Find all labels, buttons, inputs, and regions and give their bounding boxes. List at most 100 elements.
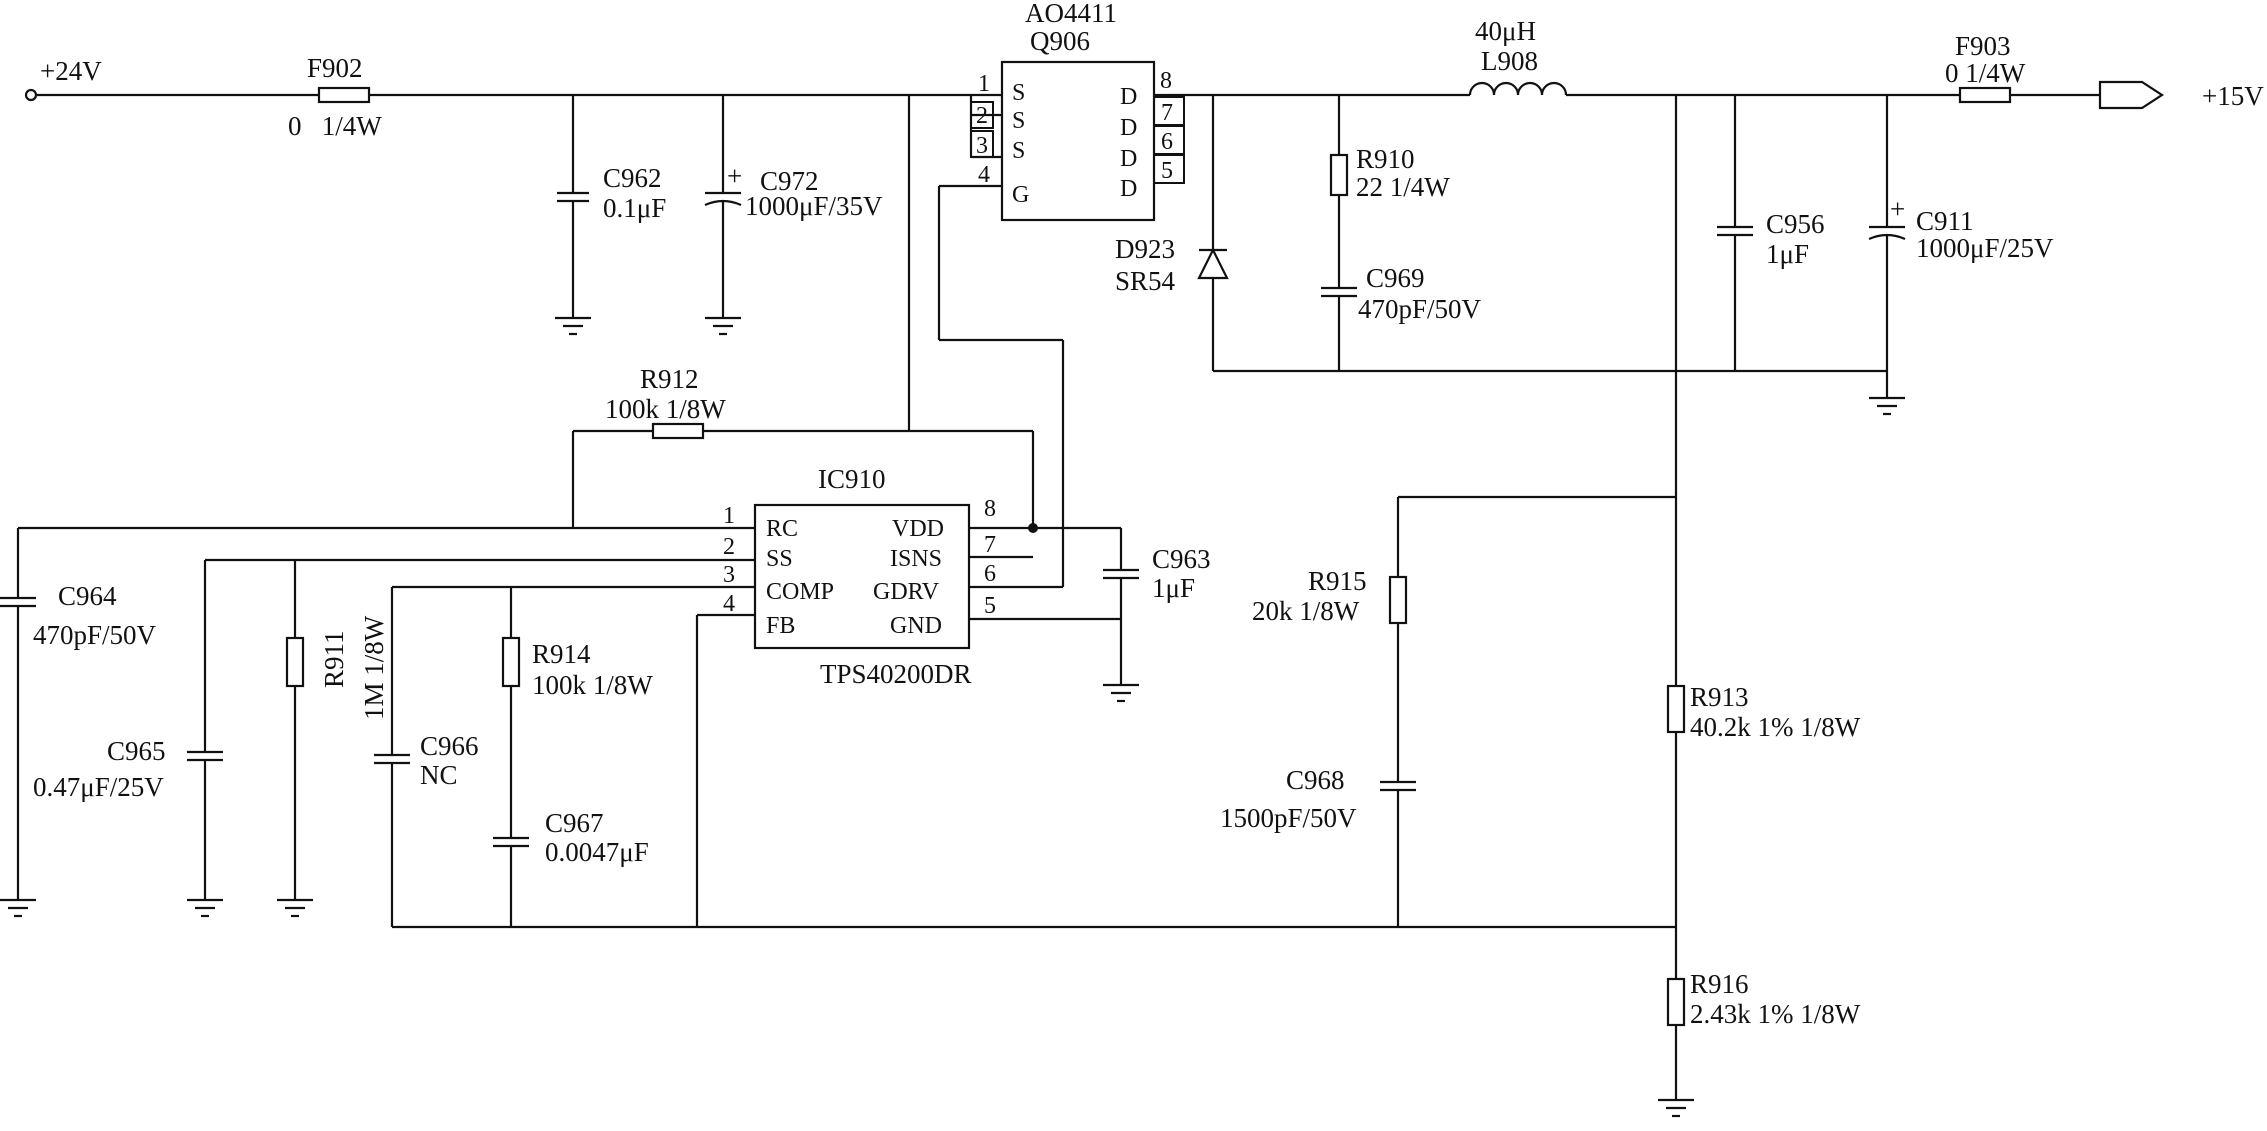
r915-value: 20k 1/8W: [1252, 596, 1360, 626]
q906-ref: Q906: [1030, 26, 1090, 56]
resistor-r912: R912 100k 1/8W: [605, 364, 726, 440]
net-label-vout: +15V: [2202, 81, 2264, 111]
c969-value: 470pF/50V: [1358, 294, 1482, 324]
q906-pin7-name: D: [1120, 115, 1137, 141]
q906-pin7-num: 7: [1161, 100, 1173, 126]
q906-pin3-name: S: [1012, 138, 1025, 164]
r915-ref: R915: [1308, 566, 1367, 596]
fuse-f902: F902 0 1/4W: [288, 53, 382, 141]
capacitor-c965: C965 0.47μF/25V: [33, 736, 223, 918]
ic910-pin7-num: 7: [984, 532, 996, 558]
c911-ref: C911: [1916, 206, 1974, 236]
capacitor-c972: + C972 1000μF/35V: [704, 161, 883, 336]
ic910-pin7-name: ISNS: [890, 546, 942, 572]
q906-pin6-num: 6: [1161, 129, 1173, 155]
f902-value: 0 1/4W: [288, 111, 382, 141]
resistor-r913: R913 40.2k 1% 1/8W: [1666, 682, 1861, 742]
ic910-pin3-num: 3: [723, 562, 735, 588]
junction-dot: [1028, 523, 1038, 533]
q906-pin2-num: 2: [976, 103, 988, 129]
r916-value: 2.43k 1% 1/8W: [1690, 999, 1861, 1029]
ic910-pin1-name: RC: [766, 516, 798, 542]
r912-ref: R912: [640, 364, 699, 394]
c956-value: 1μF: [1766, 239, 1809, 269]
ic910-pin2-num: 2: [723, 534, 735, 560]
f903-value: 0 1/4W: [1945, 58, 2026, 88]
ground-icon: [1103, 683, 1139, 703]
f902-ref: F902: [307, 53, 363, 83]
ground-icon: [705, 316, 741, 336]
c962-value: 0.1μF: [603, 193, 666, 223]
output-arrow-icon: [2098, 80, 2165, 110]
r914-value: 100k 1/8W: [532, 670, 653, 700]
fuse-f903: F903 0 1/4W: [1945, 31, 2026, 104]
c972-ref: C972: [760, 166, 819, 196]
input-terminal: +24V: [24, 56, 102, 102]
capacitor-c963: C963 1μF: [1103, 544, 1211, 703]
ic910-pin6-name: GDRV: [873, 579, 940, 605]
capacitor-c967: C967 0.0047μF: [493, 808, 649, 867]
net-label-vin: +24V: [40, 56, 102, 86]
f903-ref: F903: [1955, 31, 2011, 61]
c911-polarity: +: [1890, 194, 1905, 224]
q906-pin4-num: 4: [978, 162, 990, 188]
d923-value: SR54: [1115, 266, 1176, 296]
resistor-r911: R911 1M 1/8W: [277, 615, 389, 918]
q906-pin2-name: S: [1012, 108, 1025, 134]
ic910-pin8-num: 8: [984, 496, 996, 522]
q906-pin1-num: 1: [978, 71, 990, 97]
ic910-body: [753, 503, 971, 650]
r914-ref: R914: [532, 639, 591, 669]
ground-icon: [277, 898, 313, 918]
c911-value: 1000μF/25V: [1916, 233, 2054, 263]
c963-ref: C963: [1152, 544, 1211, 574]
ic910-pin1-num: 1: [723, 503, 735, 529]
ground-icon: [0, 898, 36, 918]
r913-ref: R913: [1690, 682, 1749, 712]
q906-pin5-num: 5: [1161, 158, 1173, 184]
c965-value: 0.47μF/25V: [33, 772, 164, 802]
c964-ref: C964: [58, 581, 117, 611]
ground-icon: [555, 316, 591, 336]
c966-value: NC: [420, 760, 458, 790]
q906-pin1-name: S: [1012, 80, 1025, 106]
capacitor-c968: C968 1500pF/50V: [1220, 765, 1416, 833]
c969-ref: C969: [1366, 263, 1425, 293]
c962-ref: C962: [603, 163, 662, 193]
c968-ref: C968: [1286, 765, 1345, 795]
r911-ref: R911: [319, 630, 349, 688]
capacitor-c969: C969 470pF/50V: [1321, 263, 1482, 324]
resistor-r910: R910 22 1/4W: [1329, 144, 1450, 202]
diode-d923: D923 SR54: [1115, 234, 1229, 296]
r913-value: 40.2k 1% 1/8W: [1690, 712, 1861, 742]
q906-part: AO4411: [1025, 0, 1117, 28]
ic910-pin5-num: 5: [984, 593, 996, 619]
c965-ref: C965: [107, 736, 166, 766]
inductor-l908: 40μH L908: [1468, 16, 1568, 96]
q906-pin5-name: D: [1120, 176, 1137, 202]
capacitor-c964: C964 470pF/50V: [0, 581, 157, 918]
c967-value: 0.0047μF: [545, 837, 649, 867]
wires: [16, 93, 2100, 1100]
l908-value: 40μH: [1475, 16, 1536, 46]
d923-ref: D923: [1115, 234, 1175, 264]
q906-pin8-num: 8: [1160, 68, 1172, 94]
output-connector: +15V: [2098, 80, 2264, 111]
ic910-pin4-name: FB: [766, 613, 795, 639]
c972-value: 1000μF/35V: [745, 191, 883, 221]
c966-ref: C966: [420, 731, 479, 761]
capacitor-c956: C956 1μF: [1717, 209, 1825, 269]
ic910-pin2-name: SS: [766, 546, 793, 572]
c967-ref: C967: [545, 808, 604, 838]
q906-pin8-name: D: [1120, 84, 1137, 110]
ic910-part: TPS40200DR: [820, 659, 972, 689]
ic910-pin4-num: 4: [723, 591, 735, 617]
mosfet-q906: AO4411 Q906 1 2 3 4 8 7 6 5 S S S G D D …: [970, 0, 1185, 222]
resistor-r915: R915 20k 1/8W: [1252, 566, 1408, 626]
r910-value: 22 1/4W: [1356, 172, 1450, 202]
ic910-pin3-name: COMP: [766, 579, 834, 605]
resistor-r916: R916 2.43k 1% 1/8W: [1658, 969, 1861, 1118]
ic-ic910: IC910 TPS40200DR 1 2 3 4 8 7 6 5 RC SS C…: [723, 464, 996, 689]
c964-value: 470pF/50V: [33, 620, 157, 650]
